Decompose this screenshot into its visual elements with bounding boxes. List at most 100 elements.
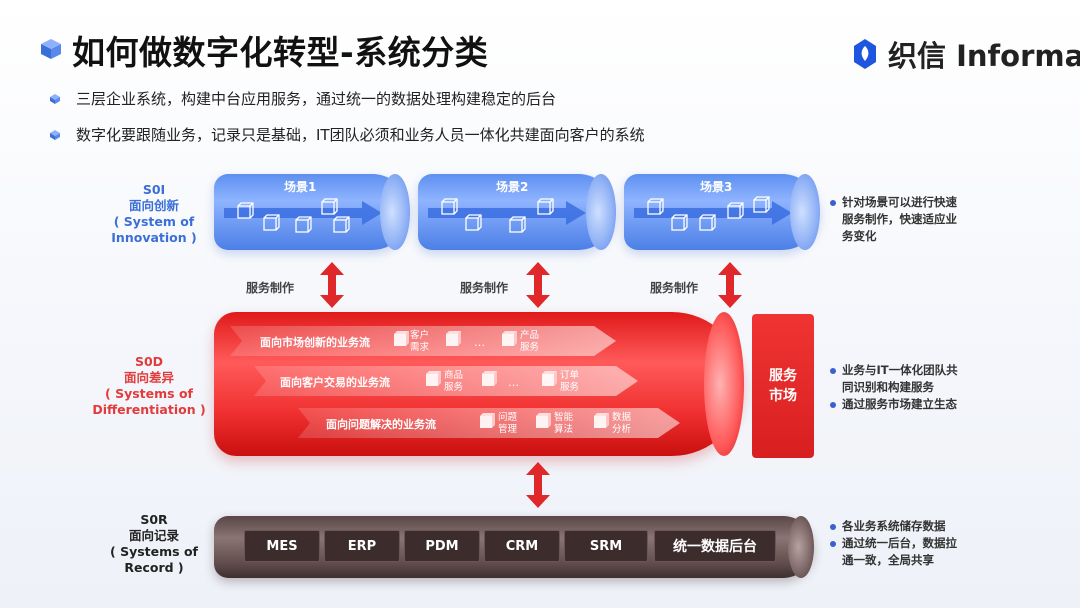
tier-en: ( Systems of (110, 544, 198, 559)
tier-en: ( System of (113, 214, 195, 229)
flow-label: 面向客户交易的业务流 (280, 376, 390, 389)
tier-en: Innovation ) (111, 230, 197, 245)
tier-soi-label: S0I 面向创新 ( System of Innovation ) (100, 182, 208, 246)
cube-icon (441, 198, 458, 215)
double-arrow-icon (320, 262, 344, 308)
bullet-1: 三层企业系统，构建中台应用服务，通过统一的数据处理构建稳定的后台 (50, 88, 556, 109)
service-making-label: 服务制作 (460, 281, 509, 295)
flow-arrow-icon (224, 201, 382, 225)
cube-icon (321, 198, 338, 215)
note-text: 通一致，全局共享 (842, 553, 934, 567)
double-arrow-icon (718, 262, 742, 308)
double-arrow-icon (526, 262, 550, 308)
service-making-label: 服务制作 (650, 281, 699, 295)
market-text: 市场 (769, 388, 797, 404)
flow-item: 订单服务 (560, 370, 580, 393)
cube-icon (537, 198, 554, 215)
scene-label: 场景1 (284, 180, 317, 194)
cube-icon (333, 216, 350, 233)
cube-icon (480, 413, 495, 428)
flow-ellipsis: … (508, 376, 519, 389)
tier-sor-label: S0R 面向记录 ( Systems of Record ) (100, 512, 208, 576)
scene-cylinder-2: 场景2 (418, 174, 616, 250)
tier-en: Differentiation ) (92, 402, 206, 417)
flow-arrow-icon (634, 201, 792, 225)
scene-label: 场景3 (700, 180, 733, 194)
cube-icon (237, 202, 254, 219)
tier-code: S0R (140, 512, 168, 527)
system-box-mes: MES (244, 530, 320, 562)
flow-arrow (230, 326, 616, 356)
flow-item: 数据分析 (612, 412, 632, 435)
brand-logo: 织信 Informat (852, 34, 1080, 74)
tier-code: S0I (142, 182, 166, 197)
system-box-pdm: PDM (404, 530, 480, 562)
flow-item: 问题管理 (498, 412, 518, 435)
note-soi: 针对场景可以进行快速 服务制作，快速适应业 务变化 (830, 194, 980, 245)
scene-cylinder-1: 场景1 (214, 174, 410, 250)
tier-en: ( Systems of (105, 386, 193, 401)
flow-ellipsis: … (474, 336, 485, 349)
cube-icon (465, 214, 482, 231)
sor-cylinder: MES ERP PDM CRM SRM 统一数据后台 (214, 516, 814, 578)
cube-icon (295, 216, 312, 233)
tier-sod-label: S0D 面向差异 ( Systems of Differentiation ) (90, 354, 208, 418)
note-sod: 业务与IT一体化团队共 同识别和构建服务 通过服务市场建立生态 (830, 362, 980, 413)
flow-label: 面向问题解决的业务流 (326, 418, 436, 431)
note-sor: 各业务系统储存数据 通过统一后台，数据拉 通一致，全局共享 (830, 518, 980, 569)
tier-cn: 面向差异 (123, 370, 174, 385)
flow-item: 产品服务 (520, 330, 540, 353)
tier-code: S0D (134, 354, 164, 369)
tier-en: Record ) (124, 560, 184, 575)
cube-icon (263, 214, 280, 231)
cube-icon (394, 331, 409, 346)
cube-icon (536, 413, 551, 428)
note-text: 同识别和构建服务 (842, 380, 934, 394)
note-text: 通过服务市场建立生态 (842, 397, 957, 411)
bullet-cube-icon (50, 129, 60, 140)
tier-cn: 面向记录 (128, 528, 179, 543)
flow-item: 客户需求 (410, 330, 430, 353)
cube-icon (509, 216, 526, 233)
cube-icon (594, 413, 609, 428)
tier-cn: 面向创新 (128, 198, 179, 213)
flow-item: 智能算法 (554, 412, 574, 435)
service-making-label: 服务制作 (246, 281, 295, 295)
system-box-crm: CRM (484, 530, 560, 562)
logo-icon (854, 39, 876, 69)
cube-icon (426, 371, 441, 386)
note-text: 针对场景可以进行快速 (842, 195, 957, 209)
bullet-1-text: 三层企业系统，构建中台应用服务，通过统一的数据处理构建稳定的后台 (76, 90, 557, 108)
cube-icon (753, 196, 770, 213)
scene-cylinder-3: 场景3 (624, 174, 820, 250)
note-text: 各业务系统储存数据 (842, 519, 946, 533)
flow-arrow (254, 366, 638, 396)
cube-icon (699, 214, 716, 231)
double-arrow-icon (526, 462, 550, 508)
flow-item: 商品服务 (444, 370, 464, 393)
note-text: 通过统一后台，数据拉 (842, 536, 957, 550)
system-box-erp: ERP (324, 530, 400, 562)
note-text: 业务与IT一体化团队共 (842, 363, 958, 377)
service-market-box: 服务市场 (752, 314, 814, 458)
cube-icon (542, 371, 557, 386)
cube-icon (41, 39, 61, 59)
scene-label: 场景2 (496, 180, 529, 194)
cube-icon (647, 198, 664, 215)
logo-text: 织信 Informat (888, 39, 1080, 73)
note-text: 服务制作，快速适应业 (842, 212, 957, 226)
bullet-2-text: 数字化要跟随业务，记录只是基础，IT团队必须和业务人员一体化共建面向客户的系统 (76, 126, 645, 144)
bullet-cube-icon (50, 93, 60, 104)
bullet-2: 数字化要跟随业务，记录只是基础，IT团队必须和业务人员一体化共建面向客户的系统 (50, 124, 645, 145)
market-text: 服务 (769, 368, 797, 384)
cube-icon (727, 202, 744, 219)
flow-arrow-icon (428, 201, 586, 225)
sod-cylinder: 面向市场创新的业务流 客户需求 … 产品服务 面向客户交易的业务流 商品服务 …… (214, 312, 744, 456)
page-title: 如何做数字化转型-系统分类 (72, 33, 489, 72)
cube-icon (446, 331, 461, 346)
note-text: 务变化 (842, 229, 877, 243)
cube-icon (671, 214, 688, 231)
flow-label: 面向市场创新的业务流 (260, 336, 370, 349)
system-box-unified-backend: 统一数据后台 (654, 530, 776, 562)
system-box-srm: SRM (564, 530, 648, 562)
